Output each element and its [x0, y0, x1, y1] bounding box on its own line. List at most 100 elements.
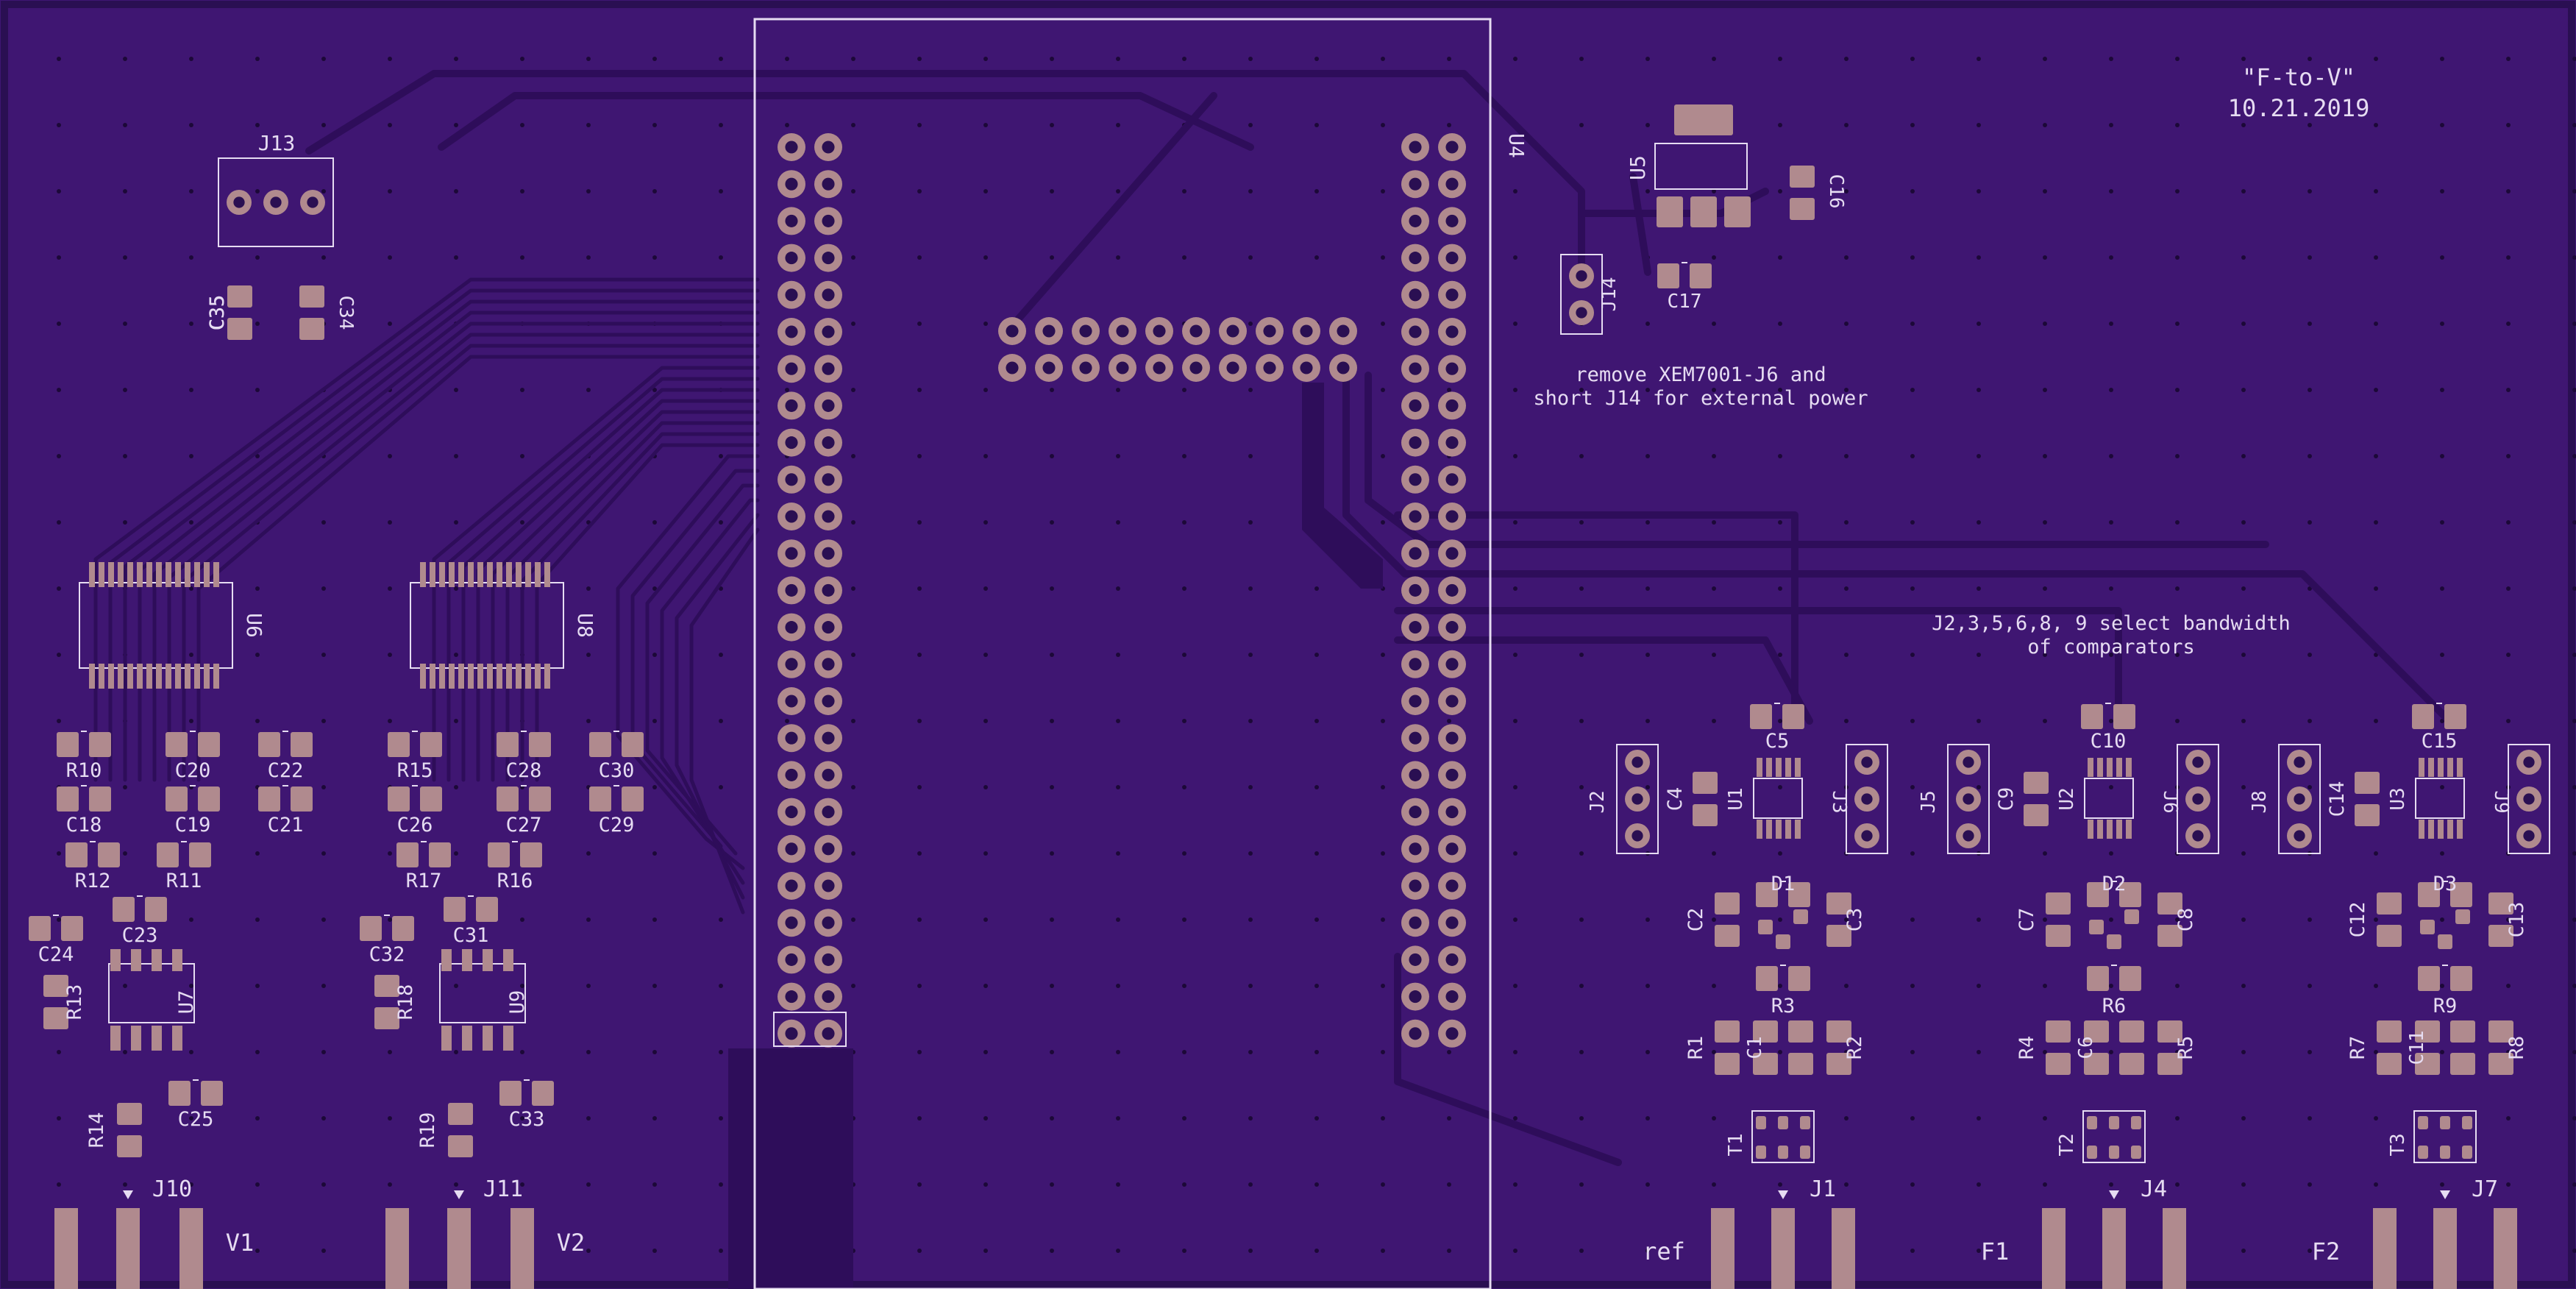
- label-c16: C16: [1825, 174, 1847, 209]
- ic-pin: [497, 664, 502, 689]
- drill-hole: [822, 879, 835, 892]
- ic-pin: [468, 664, 474, 689]
- ic-pin: [1757, 820, 1762, 839]
- smd-pad: [2157, 1020, 2182, 1043]
- label-u8: U8: [573, 613, 597, 638]
- drill-hole: [1445, 547, 1459, 560]
- label-c7: C7: [2015, 908, 2038, 932]
- label-j5: J5: [1918, 790, 1940, 813]
- label-c10: C10: [2091, 730, 2127, 753]
- smd-pad: [2046, 1020, 2071, 1043]
- smd-pad: [2418, 966, 2440, 991]
- smd-pad: [520, 842, 542, 867]
- drill-hole: [822, 288, 835, 302]
- smd-pad: [2440, 1116, 2450, 1129]
- smd-pad: [532, 1081, 554, 1106]
- smd-pad: [1756, 882, 1778, 907]
- label-c25: C25: [178, 1108, 214, 1131]
- drill-hole: [1226, 361, 1239, 374]
- label-r16: R16: [497, 870, 533, 892]
- ic-pin: [2126, 820, 2132, 839]
- drill-hole: [1445, 214, 1459, 227]
- ic-pin: [420, 562, 426, 587]
- smd-pad: [2377, 1053, 2402, 1075]
- label-j4: J4: [2141, 1176, 2167, 1202]
- smd-pad: [360, 916, 382, 941]
- drill-hole: [822, 916, 835, 929]
- ic-pin: [439, 664, 445, 689]
- ic-pin: [2097, 758, 2103, 777]
- drill-hole: [1079, 361, 1092, 374]
- label-c9: C9: [1995, 787, 2018, 812]
- label-j8: J8: [2249, 790, 2271, 813]
- ic-pin: [535, 562, 541, 587]
- drill-hole: [1116, 324, 1129, 338]
- smd-pad: [2087, 966, 2109, 991]
- label-j10: J10: [152, 1176, 192, 1202]
- drill-hole: [1409, 547, 1422, 560]
- drill-hole: [1861, 756, 1873, 768]
- drill-hole: [1445, 510, 1459, 523]
- ground-pour-upper: [1302, 383, 1383, 589]
- label-c4: C4: [1664, 787, 1687, 812]
- label-j13: J13: [258, 131, 296, 155]
- drill-hole: [233, 196, 245, 208]
- label-r7: R7: [2346, 1036, 2369, 1060]
- ic-pin: [118, 664, 124, 689]
- label-u6: U6: [242, 613, 266, 638]
- drill-hole: [1963, 756, 1974, 768]
- smd-pad: [2107, 934, 2121, 949]
- drill-hole: [822, 953, 835, 966]
- drill-hole: [1409, 658, 1422, 671]
- label-c23: C23: [122, 924, 158, 947]
- smd-pad: [1657, 263, 1679, 288]
- pin1-marker: [1778, 1190, 1788, 1199]
- comparator-outline: [1753, 778, 1803, 819]
- ic-pin: [204, 562, 210, 587]
- drill-hole: [822, 214, 835, 227]
- smd-pad: [1788, 966, 1810, 991]
- ic-pin: [89, 562, 95, 587]
- smd-pad: [2455, 909, 2470, 924]
- smd-pad: [1790, 166, 1815, 188]
- ic-pin: [127, 562, 133, 587]
- board-date: 10.21.2019: [2228, 94, 2370, 122]
- power-note-line1: remove XEM7001-J6 and: [1575, 363, 1826, 386]
- smd-pad: [2087, 882, 2109, 907]
- smd-pad: [392, 916, 414, 941]
- smd-pad: [2462, 1116, 2472, 1129]
- power-note-line2: short J14 for external power: [1533, 387, 1868, 410]
- ic-pin: [172, 1026, 182, 1051]
- smd-pad: [2488, 925, 2513, 947]
- ic-pin: [146, 664, 152, 689]
- drill-hole: [822, 768, 835, 781]
- label-u1: U1: [1725, 787, 1747, 810]
- smd-pad: [2087, 1116, 2097, 1129]
- ic-pin: [458, 562, 464, 587]
- ic-pin: [487, 562, 493, 587]
- smd-pad: [1790, 198, 1815, 220]
- connector-end-outline: [773, 1012, 847, 1047]
- ic-pin: [503, 1026, 513, 1051]
- edge-pad: [1771, 1208, 1795, 1289]
- drill-hole: [1445, 731, 1459, 745]
- jumper-outline: [2508, 744, 2550, 854]
- ic-pin: [118, 562, 124, 587]
- smd-pad: [157, 842, 179, 867]
- label-d2: D2: [2102, 873, 2127, 895]
- drill-hole: [785, 658, 798, 671]
- smd-pad: [2046, 925, 2071, 947]
- label-c5: C5: [1765, 730, 1790, 753]
- label-u2: U2: [2056, 787, 2078, 810]
- smd-pad: [1788, 882, 1810, 907]
- smd-pad: [2415, 1053, 2440, 1075]
- smd-pad: [145, 897, 167, 922]
- smd-pad: [57, 786, 79, 812]
- ic-pin: [2126, 758, 2132, 777]
- smd-pad: [2046, 892, 2071, 915]
- drill-hole: [785, 547, 798, 560]
- smd-pad: [98, 842, 120, 867]
- ic-pin: [2438, 758, 2444, 777]
- edge-pad: [510, 1208, 534, 1289]
